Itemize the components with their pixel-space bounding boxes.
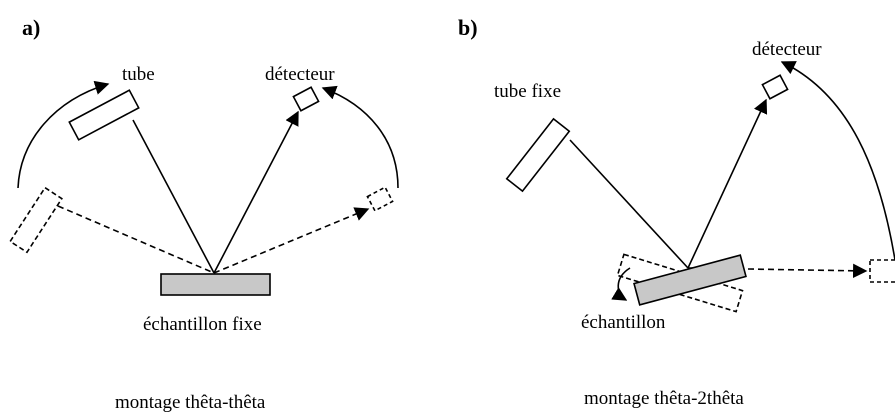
detector-b <box>761 74 789 100</box>
sample-fixed <box>160 273 271 296</box>
detector-rotation-arrow <box>321 85 399 189</box>
detector-label-b: détecteur <box>752 39 822 60</box>
tube-fixed <box>505 117 571 193</box>
detector-label: détecteur <box>265 64 335 85</box>
detector-rotation-arrow-b <box>780 61 895 261</box>
panel-a: a) tube détecteur échantillon fixe monta… <box>9 15 399 413</box>
diffracted-beam <box>213 110 299 274</box>
tube <box>68 89 140 141</box>
detector-alt-position-b <box>869 259 895 283</box>
panel-a-letter: a) <box>22 15 40 40</box>
panel-b-caption: montage thêta-2thêta <box>584 388 744 409</box>
incident-beam-alt <box>57 205 215 274</box>
diffracted-beam-b <box>687 98 768 269</box>
tube-fixed-label: tube fixe <box>494 81 561 102</box>
sample-label-b: échantillon <box>581 312 666 333</box>
diffracted-beam-alt <box>213 207 370 274</box>
tube-label: tube <box>122 64 155 85</box>
sample-label: échantillon fixe <box>143 314 262 335</box>
sample-rotation-arrow <box>611 267 631 301</box>
panel-a-caption: montage thêta-thêta <box>115 392 266 413</box>
incident-beam-b <box>569 139 689 269</box>
panel-b-letter: b) <box>458 15 478 40</box>
detector-alt-position <box>366 186 394 212</box>
sample-rotating <box>633 254 747 306</box>
detector <box>292 86 320 112</box>
incident-beam <box>132 119 215 274</box>
tube-rotation-arrow <box>17 80 110 189</box>
tube-alt-position <box>9 186 63 254</box>
panel-b: b) tube fixe détecteur échantillon monta… <box>458 15 895 409</box>
